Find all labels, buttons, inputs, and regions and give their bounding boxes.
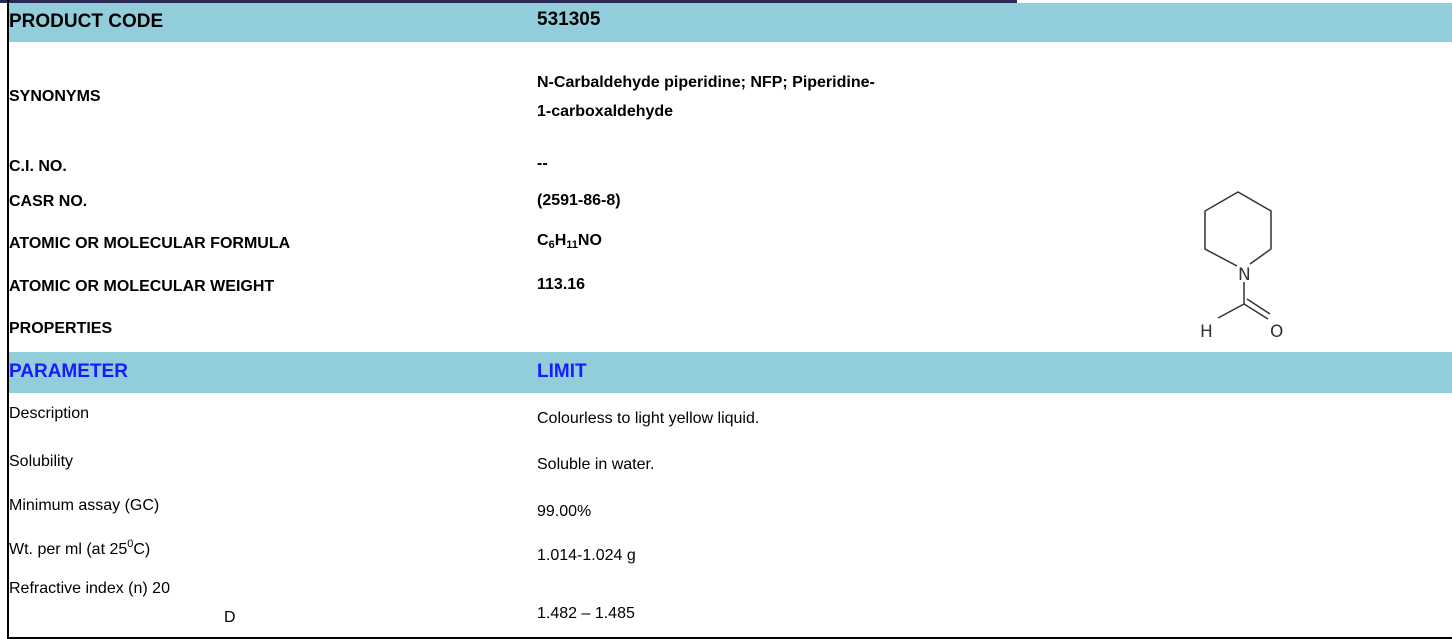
top-rule	[0, 0, 1017, 3]
param-solubility: Solubility	[9, 453, 74, 470]
ring-bonds	[1204, 191, 1272, 267]
limit-wt-per-ml: 1.014-1.024 g	[537, 547, 636, 564]
weight-value: 113.16	[537, 276, 586, 293]
synonyms-value-line1: N-Carbaldehyde piperidine; NFP; Piperidi…	[537, 74, 875, 91]
piperidine-carboxaldehyde-structure: N H O	[1190, 180, 1300, 350]
weight-label: ATOMIC OR MOLECULAR WEIGHT	[9, 278, 275, 295]
param-refractive-index-subscript: D	[224, 609, 236, 626]
limit-header: LIMIT	[537, 361, 587, 382]
formula-label: ATOMIC OR MOLECULAR FORMULA	[9, 235, 291, 252]
parameter-header-bar	[9, 352, 1452, 393]
product-code-bar	[9, 3, 1452, 42]
param-description: Description	[9, 405, 90, 422]
synonyms-value-line2: 1-carboxaldehyde	[537, 103, 674, 120]
atom-h-label: H	[1200, 322, 1213, 342]
properties-label: PROPERTIES	[9, 320, 113, 337]
c-o-double-bond-1	[1243, 303, 1269, 320]
casr-no-value: (2591-86-8)	[537, 192, 621, 209]
limit-description: Colourless to light yellow liquid.	[537, 410, 760, 427]
limit-solubility: Soluble in water.	[537, 456, 655, 473]
limit-minimum-assay: 99.00%	[537, 503, 592, 520]
limit-refractive-index: 1.482 – 1.485	[537, 605, 635, 622]
c-h-bond	[1217, 303, 1245, 319]
product-code-value: 531305	[537, 9, 601, 30]
parameter-header: PARAMETER	[9, 361, 128, 382]
param-wt-per-ml: Wt. per ml (at 250C)	[9, 538, 151, 559]
ci-no-value: --	[537, 155, 548, 172]
structure-svg: N H O	[1200, 191, 1283, 342]
formula-value: C6H11NO	[537, 232, 602, 251]
document-frame	[7, 0, 1452, 639]
param-minimum-assay: Minimum assay (GC)	[9, 497, 160, 514]
synonyms-label: SYNONYMS	[9, 88, 101, 105]
atom-n-label: N	[1238, 265, 1251, 285]
c-o-double-bond-2	[1246, 298, 1271, 315]
atom-o-label: O	[1270, 322, 1283, 342]
ci-no-label: C.I. NO.	[9, 158, 67, 175]
product-code-label: PRODUCT CODE	[9, 11, 164, 32]
param-refractive-index: Refractive index (n) 20	[9, 580, 170, 597]
casr-no-label: CASR NO.	[9, 193, 88, 210]
